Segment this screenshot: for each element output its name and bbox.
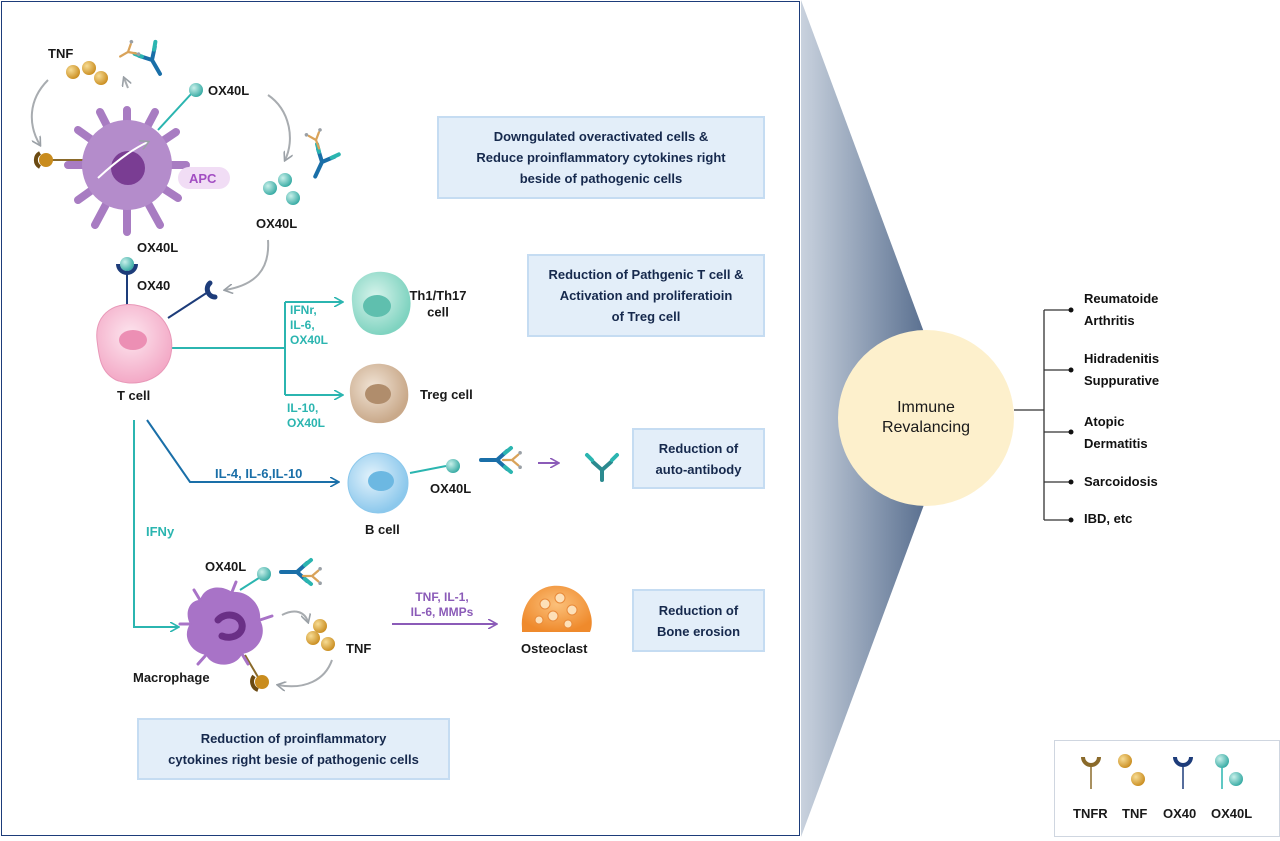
mac-tnf-release-arrow xyxy=(281,610,308,622)
label-cyto-osteo-line: IL-6, MMPs xyxy=(411,605,474,619)
label-cyto-treg-line: OX40L xyxy=(287,416,325,430)
treg-cell xyxy=(349,363,409,424)
legend-label-ox40l: OX40L xyxy=(1211,806,1252,821)
t-cell xyxy=(96,304,173,384)
ox40l-release-arrow xyxy=(267,94,290,160)
legend-tnf-icon xyxy=(1118,754,1145,786)
apc-badge xyxy=(178,167,230,189)
label-cyto-treg-line: IL-10, xyxy=(287,401,318,415)
apc-tnfr-icon xyxy=(33,151,53,169)
tnf-top-icon xyxy=(66,61,108,85)
label-th-cell-line: Th1/Th17 xyxy=(409,288,466,303)
disease-ad: Atopic Dermatitis xyxy=(1084,414,1148,451)
legend-label-ox40: OX40 xyxy=(1163,806,1196,821)
ox40l-free-icon xyxy=(263,173,300,205)
label-ox40l-b: OX40L xyxy=(430,481,471,496)
label-cyto-th-line: OX40L xyxy=(290,333,328,347)
box-auto-antibody: Reduction of auto-antibody xyxy=(632,428,765,489)
label-apc: APC xyxy=(189,171,217,186)
tnf-feedback-arrow xyxy=(278,659,333,686)
hub-label-line: Revalancing xyxy=(882,419,970,436)
b-ox40l-stalk xyxy=(409,465,447,474)
disease-ibd: IBD, etc xyxy=(1084,511,1133,526)
mac-tnfr-icon xyxy=(250,674,269,692)
label-treg-cell: Treg cell xyxy=(420,387,473,402)
label-macrophage: Macrophage xyxy=(133,670,210,685)
label-b-cell: B cell xyxy=(365,522,400,537)
label-cyto-th-line: IFNr, xyxy=(290,303,317,317)
ox40l-to-tcell-arrow xyxy=(225,239,270,290)
macrophage-cell xyxy=(178,580,274,666)
hub-label-line: Immune xyxy=(897,399,955,416)
b-cell xyxy=(347,452,409,514)
label-ox40l-apc: OX40L xyxy=(137,240,178,255)
label-ox40l-mac: OX40L xyxy=(205,559,246,574)
label-cyto-th: IFNr,IL-6,OX40L xyxy=(290,303,328,347)
immune-hub-circle xyxy=(838,330,1014,506)
legend-ox40-icon xyxy=(1173,756,1193,789)
label-ifny: IFNy xyxy=(146,524,175,539)
ox40l-mac-ball xyxy=(257,567,271,581)
legend-tnfr-icon xyxy=(1081,756,1101,789)
ox40l-apc-ball xyxy=(189,83,203,97)
legend-label-tnf: TNF xyxy=(1122,806,1147,821)
antibody-mid-icon xyxy=(302,126,341,184)
mac-tnfr-stalk xyxy=(244,654,259,678)
mac-ox40l-stalk xyxy=(239,575,263,591)
box-pathogenic-t: Reduction of Pathgenic T cell & Activati… xyxy=(527,254,765,337)
tnf-loop-arrow xyxy=(30,79,49,145)
apc-ox40l-stalk xyxy=(157,92,193,131)
label-osteoclast: Osteoclast xyxy=(521,641,588,656)
ox40-free-receptor xyxy=(204,280,218,300)
label-th-cell-line: cell xyxy=(427,304,449,319)
label-cyto-b: IL-4, IL-6,IL-10 xyxy=(215,466,302,481)
label-t-cell: T cell xyxy=(117,388,150,403)
legend-box: TNFR TNF OX40 OX40L xyxy=(1054,740,1280,837)
apc-up-arrow xyxy=(124,78,128,89)
ox40-receptor-cup xyxy=(116,263,138,275)
arrow-to-b-cell xyxy=(146,419,338,482)
arrow-to-macrophage xyxy=(133,420,178,627)
th-cell xyxy=(351,271,411,335)
ox40l-bound-ball xyxy=(120,257,134,271)
antibody-b-icon xyxy=(479,446,524,474)
apc-cell xyxy=(64,106,190,236)
antibody-top-icon xyxy=(114,38,173,82)
box-proinflammatory: Reduction of proinflammatory cytokines r… xyxy=(137,718,450,780)
label-ox40: OX40 xyxy=(137,278,170,293)
antibody-small-icon xyxy=(585,453,619,482)
ox40-receptor-stalk xyxy=(167,291,209,319)
disease-dots xyxy=(1068,307,1074,523)
connector-lines xyxy=(30,78,558,686)
label-cyto-treg: IL-10,OX40L xyxy=(287,401,325,430)
legend-label-tnfr: TNFR xyxy=(1073,806,1108,821)
label-cyto-th-line: IL-6, xyxy=(290,318,315,332)
ox40l-b-ball xyxy=(446,459,460,473)
label-tnf-top: TNF xyxy=(48,46,73,61)
box-downregulated: Downgulated overactivated cells & Reduce… xyxy=(437,116,765,199)
label-ox40l-top: OX40L xyxy=(208,83,249,98)
legend-icons: TNFR TNF OX40 OX40L xyxy=(1073,754,1252,821)
label-cyto-osteo-line: TNF, IL-1, xyxy=(415,590,468,604)
antibody-mac-icon xyxy=(279,558,324,587)
osteoclast-cell xyxy=(521,585,592,632)
disease-hs: Hidradenitis Suppurative xyxy=(1084,351,1160,388)
label-tnf-mac: TNF xyxy=(346,641,371,656)
label-cyto-osteo: TNF, IL-1,IL-6, MMPs xyxy=(411,590,474,619)
legend-ox40l-icon xyxy=(1215,754,1243,789)
disease-sarcoidosis: Sarcoidosis xyxy=(1084,474,1158,489)
box-bone-erosion: Reduction of Bone erosion xyxy=(632,589,765,652)
tnf-mac-icon xyxy=(306,619,335,651)
label-ox40l-mid: OX40L xyxy=(256,216,297,231)
disease-tree xyxy=(1014,309,1070,521)
disease-ra: Reumatoide Arthritis xyxy=(1084,291,1159,328)
